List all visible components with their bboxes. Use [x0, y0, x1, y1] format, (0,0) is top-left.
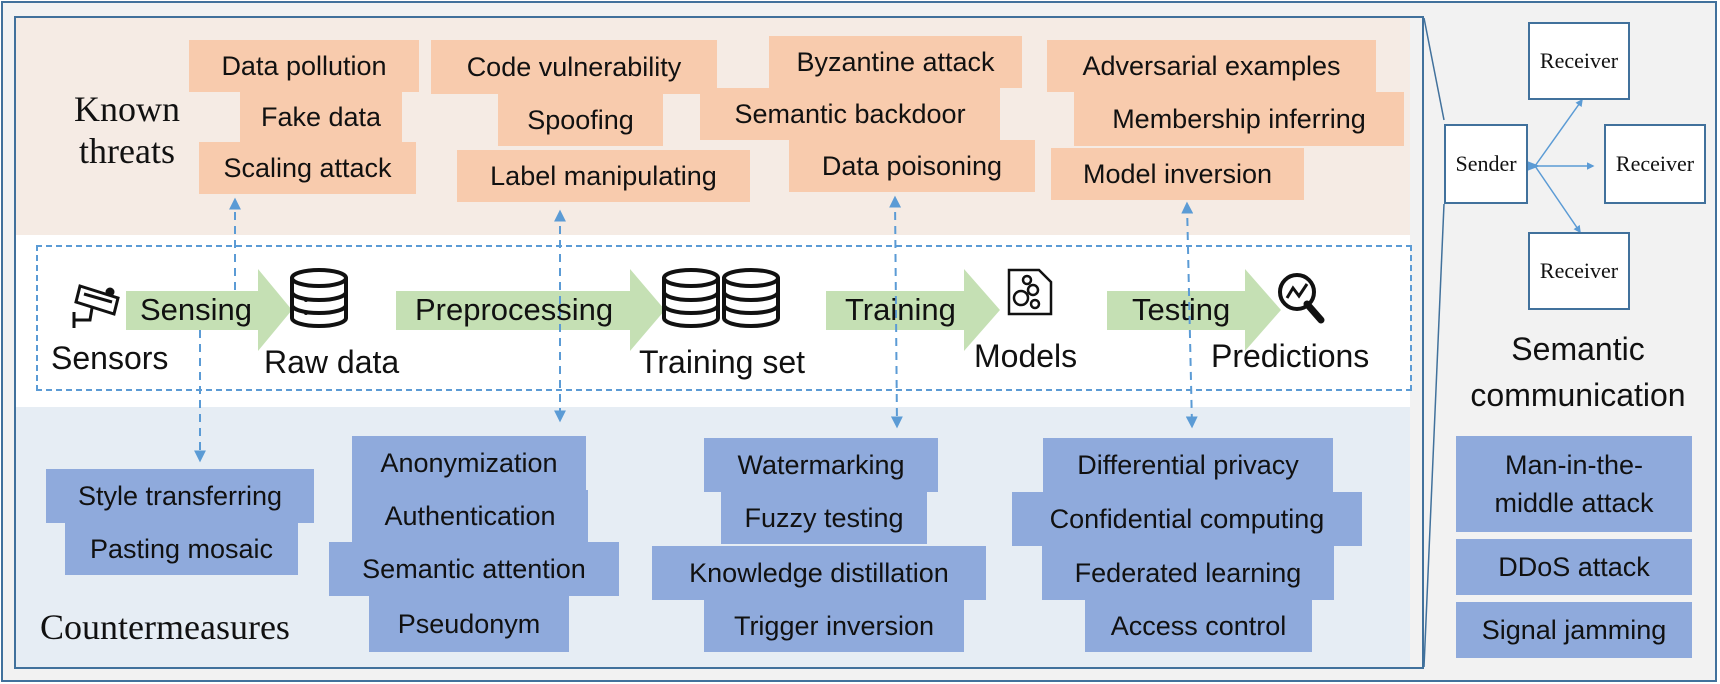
stage-label: Training — [845, 292, 956, 327]
countermeasure-box: Fuzzy testing — [721, 492, 927, 544]
countermeasures-label: Countermeasures — [40, 607, 290, 647]
threat-box: Code vulnerability — [431, 40, 717, 94]
threat-box: Adversarial examples — [1047, 40, 1376, 92]
sender-port — [1527, 161, 1540, 171]
node-label: Predictions — [1211, 338, 1370, 374]
attack-box: DDoS attack — [1456, 539, 1692, 595]
threat-box: Label manipulating — [457, 150, 750, 202]
countermeasure-box: Authentication — [352, 490, 588, 542]
link-receiver-3 — [1534, 165, 1581, 234]
stage-arrow-training — [826, 269, 1000, 351]
countermeasure-box: Pasting mosaic — [65, 523, 298, 575]
stage-arrow-sensing — [126, 269, 292, 351]
countermeasure-box: Pseudonym — [369, 596, 569, 652]
stage-label: Testing — [1132, 292, 1231, 327]
callout-line-top — [1423, 17, 1445, 121]
threat-box: Scaling attack — [199, 142, 416, 194]
node-label: Training set — [639, 344, 805, 380]
semantic-communication-title: Semantic communication — [1444, 326, 1712, 418]
countermeasure-box: Anonymization — [352, 436, 586, 490]
known-threats-label: Known threats — [62, 88, 192, 172]
threat-box: Data pollution — [189, 40, 419, 92]
receiver-box: Receiver — [1604, 124, 1706, 204]
threat-box: Semantic backdoor — [700, 88, 1000, 140]
threat-box: Fake data — [240, 92, 402, 142]
countermeasure-box: Style transferring — [46, 469, 314, 523]
node-label: Models — [974, 338, 1078, 374]
countermeasure-box: Semantic attention — [329, 542, 619, 596]
threat-box: Membership inferring — [1074, 92, 1404, 146]
database-stack-icon — [662, 268, 780, 328]
connector-training — [889, 195, 903, 429]
countermeasure-box: Confidential computing — [1012, 492, 1362, 546]
countermeasure-box: Trigger inversion — [704, 600, 964, 652]
stage-label: Preprocessing — [415, 292, 614, 327]
countermeasure-box: Watermarking — [704, 438, 938, 492]
known-threats-label-line1: Known — [74, 89, 180, 129]
threat-box: Spoofing — [498, 94, 663, 146]
callout-line-bottom — [1423, 203, 1445, 668]
main-panel-border — [14, 16, 1424, 669]
search-chart-icon — [1278, 273, 1325, 324]
known-threats-label-line2: threats — [79, 131, 175, 171]
pipeline-dashed-box — [36, 245, 1412, 391]
attack-box: Signal jamming — [1456, 602, 1692, 658]
link-receiver-1 — [1534, 98, 1583, 167]
attack-box: Man-in-the- middle attack — [1456, 436, 1692, 532]
receiver-box: Receiver — [1528, 232, 1630, 310]
stage-arrow-preprocessing — [396, 269, 665, 351]
receiver-box: Receiver — [1528, 22, 1630, 100]
model-icon — [1007, 268, 1053, 316]
connector-testing — [1181, 201, 1198, 429]
sender-box: Sender — [1444, 124, 1528, 204]
countermeasure-box: Federated learning — [1042, 546, 1334, 600]
countermeasure-box: Differential privacy — [1043, 438, 1333, 492]
countermeasure-box: Knowledge distillation — [652, 546, 986, 600]
stage-label: Sensing — [140, 292, 253, 327]
semantic-title-line1: Semantic — [1511, 331, 1645, 367]
countermeasure-box: Access control — [1085, 600, 1312, 652]
semantic-title-line2: communication — [1470, 377, 1686, 413]
database-icon — [290, 268, 348, 328]
threat-box: Model inversion — [1051, 148, 1304, 200]
threat-box: Data poisoning — [789, 140, 1035, 192]
node-label: Sensors — [51, 340, 169, 376]
node-label: Raw data — [264, 344, 400, 380]
threat-box: Byzantine attack — [769, 36, 1022, 88]
camera-icon — [72, 284, 120, 328]
